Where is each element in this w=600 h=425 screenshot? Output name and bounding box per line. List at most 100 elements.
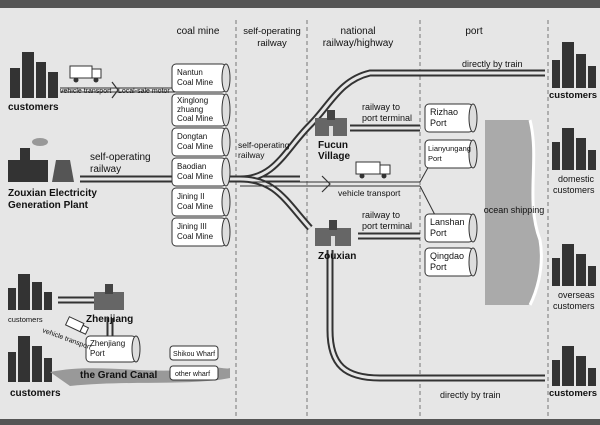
mine-dongtan: Dongtan Coal Mine <box>171 127 231 157</box>
header-railway-highway: railway/highway <box>323 38 394 49</box>
mine-baodian: Baodian Coal Mine <box>171 157 231 187</box>
domestic-customers: customers <box>553 185 595 195</box>
railway-to-port-label: port terminal <box>362 221 412 231</box>
grand-canal-label: the Grand Canal <box>80 370 157 381</box>
station-fucun-label: Fucun <box>318 140 348 151</box>
mine-label: Coal Mine <box>177 202 214 211</box>
station-icon <box>315 110 347 136</box>
vehicle-routes <box>60 87 436 216</box>
truck-icon <box>69 65 102 83</box>
center-railway-label: railway <box>238 150 265 160</box>
port-lianyungang: Lianyungang Port <box>424 139 478 169</box>
railway-to-port-label: railway to <box>362 102 400 112</box>
port-label: Zhenjiang <box>90 339 125 348</box>
station-zhenjiang-label: Zhenjiang <box>86 314 133 325</box>
mine-label: Coal Mine <box>177 142 214 151</box>
port-label: Port <box>430 118 447 128</box>
port-label: Lanshan <box>430 217 465 227</box>
mine-xinglongzhuang: Xinglong zhuang Coal Mine <box>171 93 231 127</box>
ocean-area <box>485 120 542 305</box>
route-break-icon <box>111 81 119 99</box>
route-break-icon <box>321 175 331 193</box>
wharf-label: other wharf <box>175 371 210 378</box>
ocean-shipping-label: ocean shipping <box>484 205 545 215</box>
truck-icon <box>64 316 90 335</box>
domestic-customers: domestic <box>558 174 595 184</box>
truck-icon <box>355 161 391 179</box>
power-plant-name: Generation Plant <box>8 200 89 211</box>
railway-to-port-label: railway to <box>362 210 400 220</box>
mine-label: zhuang <box>177 105 203 114</box>
power-plant-name: Zouxian Electricity <box>8 188 97 199</box>
header-railway: railway <box>257 38 287 49</box>
mine-label: Jining II <box>177 192 205 201</box>
station-zouxian-label: Zouxian <box>318 251 356 262</box>
directly-by-train-top: directly by train <box>462 59 523 69</box>
ports: Rizhao Port Lianyungang Port Lanshan Por… <box>424 103 478 277</box>
coal-mines: Nantun Coal Mine Xinglong zhuang Coal Mi… <box>171 63 231 247</box>
ocean-wave <box>528 119 543 306</box>
overseas-customers: overseas <box>558 290 595 300</box>
railway-to-port-label: port terminal <box>362 113 412 123</box>
port-label: Qingdao <box>430 251 464 261</box>
city-icon <box>552 128 596 170</box>
city-icon <box>552 244 596 286</box>
plant-railway-label: railway <box>90 164 121 175</box>
power-plant-icon <box>8 138 74 182</box>
mine-jining-2: Jining II Coal Mine <box>171 187 231 217</box>
city-icon <box>8 274 52 310</box>
mine-label: Coal Mine <box>177 78 214 87</box>
city-icon <box>552 42 596 88</box>
directly-by-train-bottom: directly by train <box>440 390 501 400</box>
vehicle-transport-label: vehicle transport <box>60 88 111 95</box>
port-zhenjiang: Zhenjiang Port <box>85 335 141 363</box>
port-qingdao: Qingdao Port <box>424 247 478 277</box>
city-icon <box>10 52 58 98</box>
customers-top-right: customers <box>549 90 597 101</box>
mine-label: Coal Mine <box>177 232 214 241</box>
local-sale-label: Local-sale motor <box>118 88 170 95</box>
header-national: national <box>340 26 375 37</box>
station-fucun-label: Village <box>318 151 350 162</box>
station-icon <box>315 220 351 246</box>
port-label: Port <box>90 349 105 358</box>
city-icon <box>552 346 596 386</box>
vehicle-transport-center-label: vehicle transport <box>338 188 401 198</box>
header-coal-mine: coal mine <box>177 26 220 37</box>
header-self-operating: self-operating <box>243 26 301 37</box>
port-label: Rizhao <box>430 107 458 117</box>
bottom-bar <box>0 419 600 425</box>
port-label: Port <box>430 228 447 238</box>
mine-label: Coal Mine <box>177 114 214 123</box>
wharf-other: other wharf <box>169 365 219 381</box>
wharf-shikou: Shikou Wharf <box>169 345 219 361</box>
city-icon <box>8 336 52 382</box>
center-railway-label: self-operating <box>238 140 290 150</box>
customers-bottom-right: customers <box>549 388 597 399</box>
overseas-customers: customers <box>553 301 595 311</box>
plant-railway-label: self-operating <box>90 152 151 163</box>
port-lanshan: Lanshan Port <box>424 213 478 243</box>
port-label: Port <box>430 262 447 272</box>
mine-label: Dongtan <box>177 132 207 141</box>
station-icon <box>94 284 124 310</box>
column-dividers <box>235 20 549 418</box>
customers-small-label: customers <box>8 315 43 324</box>
mine-jining-3: Jining III Coal Mine <box>171 217 231 247</box>
wharf-label: Shikou Wharf <box>173 351 215 358</box>
mine-label: Jining III <box>177 222 207 231</box>
port-label: Lianyungang <box>428 144 471 153</box>
port-rizhao: Rizhao Port <box>424 103 478 133</box>
customers-bottom-left: customers <box>10 388 61 399</box>
customers-label: customers <box>8 102 59 113</box>
port-label: Port <box>428 154 443 163</box>
mine-label: Xinglong <box>177 96 208 105</box>
header-port: port <box>465 26 482 37</box>
mine-nantun: Nantun Coal Mine <box>171 63 231 93</box>
mine-label: Coal Mine <box>177 172 214 181</box>
top-bar <box>0 0 600 8</box>
mine-label: Nantun <box>177 68 203 77</box>
mine-label: Baodian <box>177 162 206 171</box>
